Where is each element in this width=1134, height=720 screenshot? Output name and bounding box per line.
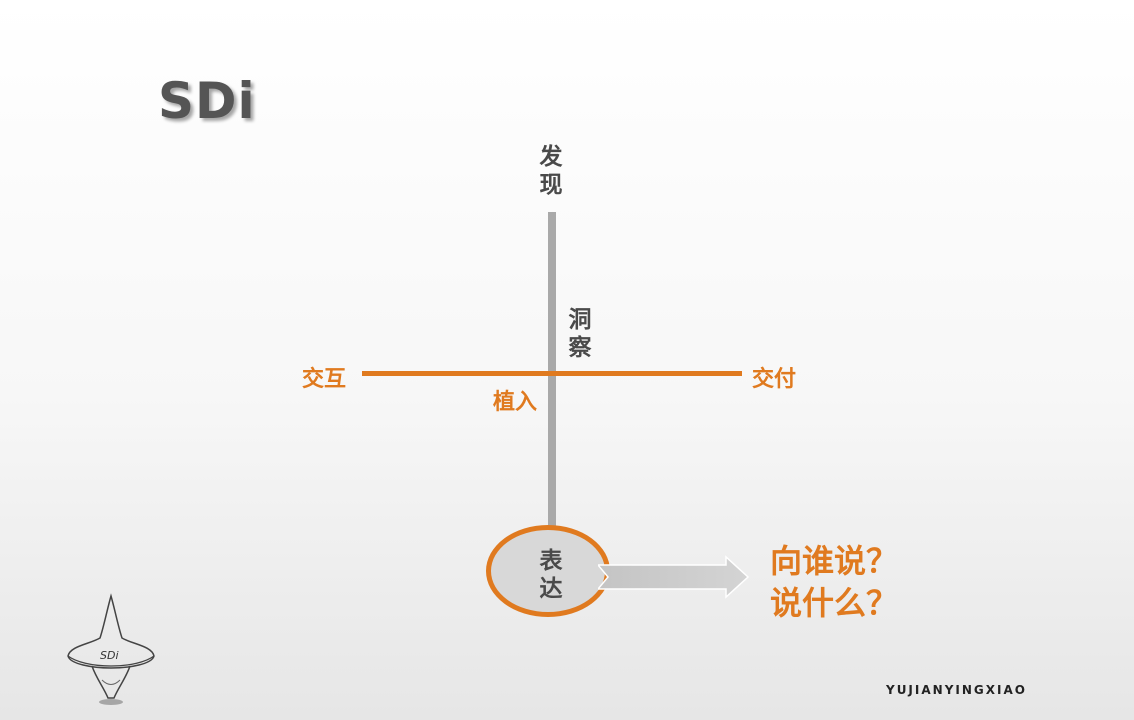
- question-group: 向谁说？ 说什么？: [770, 540, 898, 624]
- spinning-top-logo-icon: SDi: [67, 593, 155, 705]
- logo-text: SDi: [100, 649, 119, 662]
- expression-ellipse: [486, 525, 610, 617]
- label-insight: 洞察: [568, 307, 592, 361]
- label-discover: 发现: [539, 144, 563, 198]
- slide-title: SDi: [158, 72, 256, 130]
- label-deliver: 交付: [752, 367, 797, 392]
- footer-brand: YUJIANYINGXIAO: [886, 683, 1027, 697]
- question-what: 说什么？: [770, 584, 899, 622]
- label-implant: 植入: [493, 390, 538, 415]
- horizontal-axis-line: [362, 371, 742, 376]
- right-arrow-icon: [598, 555, 750, 599]
- question-to-whom: 向谁说？: [770, 542, 899, 580]
- label-interact: 交互: [302, 367, 347, 392]
- label-expression: 表达: [539, 548, 563, 602]
